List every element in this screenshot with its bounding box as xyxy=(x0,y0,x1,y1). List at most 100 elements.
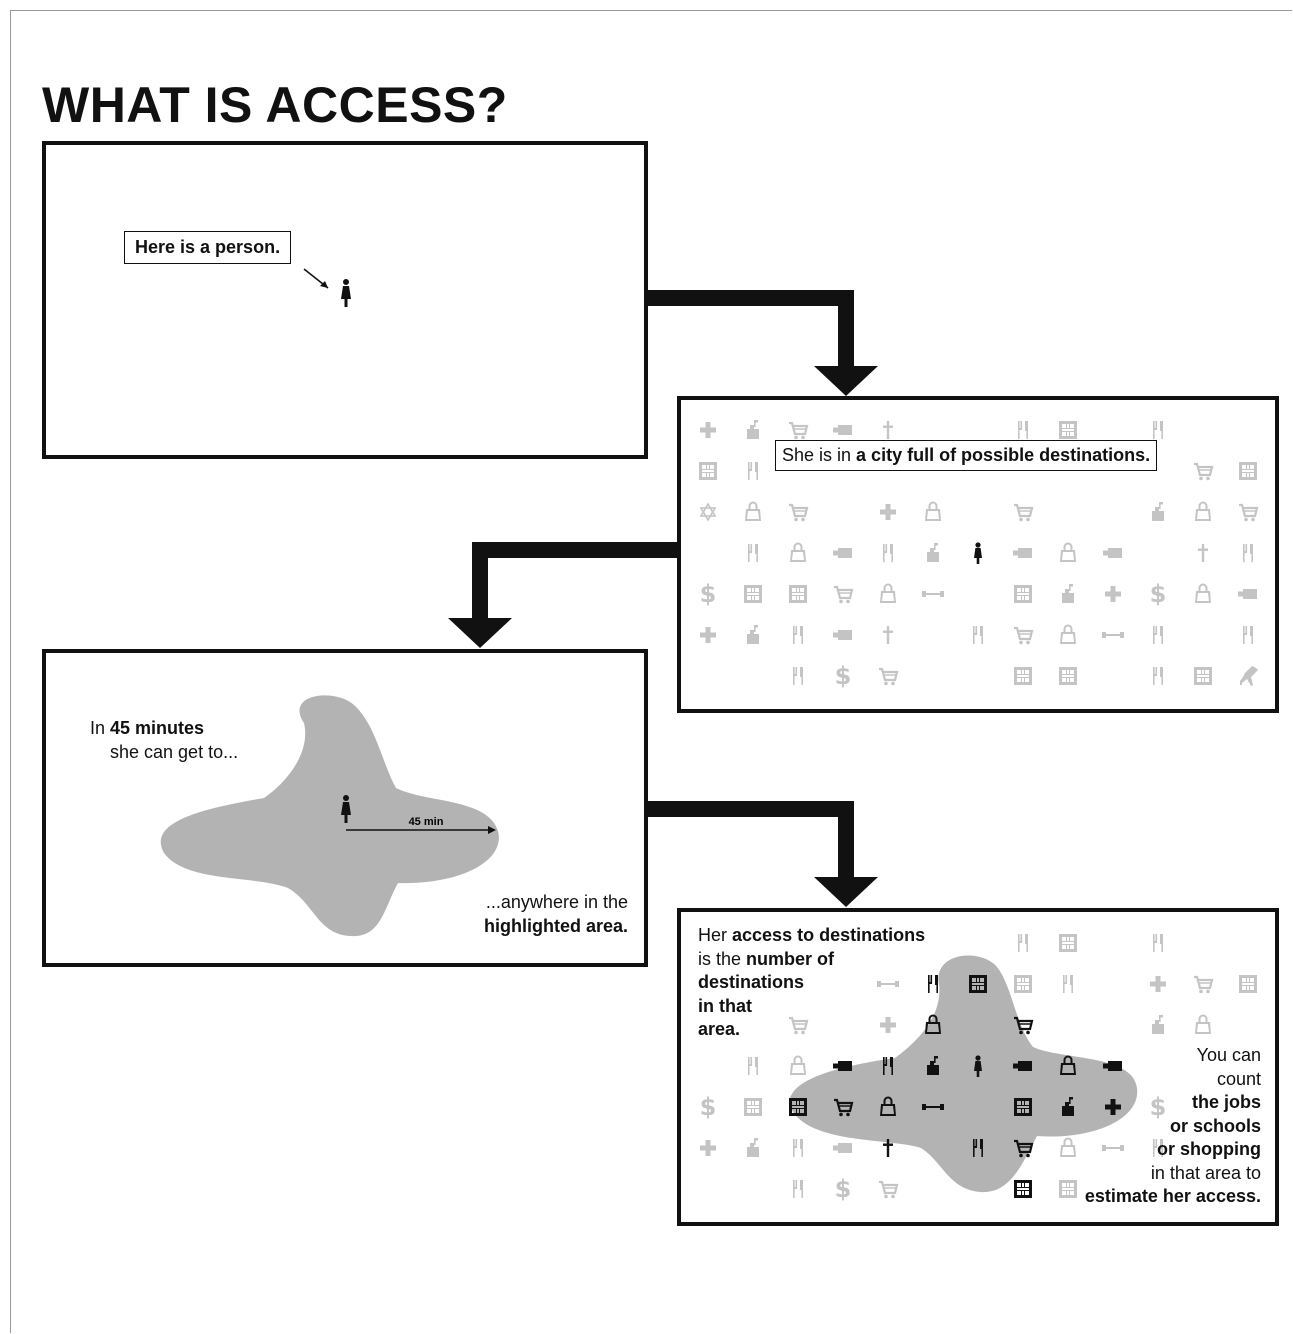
access-line3: destinations xyxy=(698,972,805,992)
callout-city-bold: a city full of possible destinations. xyxy=(856,445,1151,465)
svg-text:$: $ xyxy=(835,1175,852,1203)
access-line4: in that xyxy=(698,996,752,1016)
panel-access: undefinedundefined$$$ Her access to dest… xyxy=(677,908,1279,1226)
building-icon xyxy=(1014,1180,1032,1198)
dumbbell-icon xyxy=(1102,1145,1124,1151)
building-icon xyxy=(1014,975,1032,993)
svg-text:$: $ xyxy=(1150,1093,1167,1121)
dumbbell-icon xyxy=(922,591,944,597)
cart-icon xyxy=(789,421,809,440)
building-icon xyxy=(1059,1180,1077,1198)
building-icon xyxy=(744,585,762,603)
cross-icon xyxy=(700,627,716,643)
person-icon xyxy=(974,542,982,564)
building-icon xyxy=(1239,462,1257,480)
bag-icon xyxy=(790,1055,806,1075)
reachable-area xyxy=(160,695,499,937)
person-icon xyxy=(341,795,351,823)
fork-icon xyxy=(973,1139,983,1157)
mailbox-icon xyxy=(1152,502,1164,521)
count-line4: or schools xyxy=(1169,1116,1261,1136)
building-icon xyxy=(1239,975,1257,993)
svg-text:$: $ xyxy=(835,662,852,690)
access-line2: is the number of xyxy=(698,948,834,971)
coffee-icon xyxy=(1238,589,1257,599)
cart-icon xyxy=(1014,626,1034,645)
panel-person: Here is a person. xyxy=(42,141,648,459)
fork-icon xyxy=(793,626,803,644)
cross-icon xyxy=(700,422,716,438)
count-line6: in that area to xyxy=(1150,1163,1261,1183)
church-icon xyxy=(883,626,893,644)
reach-in: In xyxy=(90,718,111,738)
coffee-icon xyxy=(833,425,852,435)
cross-icon xyxy=(1150,976,1166,992)
dollar-icon: $ xyxy=(835,1175,852,1203)
fork-icon xyxy=(793,1139,803,1157)
panel-city: undefinedundefined$$$ She is in a city f… xyxy=(677,396,1279,713)
coffee-icon xyxy=(833,630,852,640)
bag-icon xyxy=(925,501,941,521)
building-icon xyxy=(1059,934,1077,952)
fork-icon xyxy=(1153,421,1163,439)
fork-icon xyxy=(748,1057,758,1075)
cart-icon xyxy=(879,1180,899,1199)
building-icon xyxy=(1059,421,1077,439)
cross-icon xyxy=(700,1140,716,1156)
coffee-icon xyxy=(833,1061,852,1071)
callout-person: Here is a person. xyxy=(124,231,292,264)
fork-icon xyxy=(1063,975,1073,993)
building-icon xyxy=(789,1098,807,1116)
dollar-icon: $ xyxy=(700,1093,717,1121)
fork-icon xyxy=(748,544,758,562)
reach-highlighted: highlighted area. xyxy=(483,916,628,936)
svg-text:$: $ xyxy=(1150,580,1167,608)
fork-icon xyxy=(793,1180,803,1198)
bag-icon xyxy=(925,1014,941,1034)
panel-reach: 45 min In 45 minutes she can get to... .… xyxy=(42,649,648,967)
page-frame xyxy=(10,10,1292,1333)
coffee-icon xyxy=(833,548,852,558)
cart-icon xyxy=(1014,1016,1034,1035)
access-line1: Her access to destinations xyxy=(698,924,925,947)
cart-icon xyxy=(789,1016,809,1035)
mailbox-icon xyxy=(1062,584,1074,603)
star-of-david-icon xyxy=(699,502,717,522)
bag-icon xyxy=(745,501,761,521)
coffee-icon xyxy=(1103,1061,1122,1071)
count-line1: You can xyxy=(1196,1045,1261,1065)
person-icon xyxy=(341,279,351,307)
reach-drawing: 45 min xyxy=(160,695,499,937)
mailbox-icon xyxy=(927,1056,939,1075)
fork-icon xyxy=(793,667,803,685)
panel1-drawing xyxy=(303,268,351,307)
count-line7: estimate her access. xyxy=(1084,1186,1261,1206)
dollar-icon: $ xyxy=(835,662,852,690)
svg-text:$: $ xyxy=(700,580,717,608)
cart-icon xyxy=(789,503,809,522)
access-icon-grid: undefinedundefined$$$ xyxy=(700,934,1257,1203)
building-icon xyxy=(969,975,987,993)
svg-text:$: $ xyxy=(700,1093,717,1121)
bag-icon xyxy=(1195,583,1211,603)
cart-icon xyxy=(879,667,899,686)
coffee-icon xyxy=(1013,548,1032,558)
building-icon xyxy=(789,585,807,603)
cart-icon xyxy=(1194,975,1214,994)
fork-icon xyxy=(928,975,938,993)
reach-anywhere: ...anywhere in the xyxy=(485,892,628,912)
cross-icon xyxy=(880,504,896,520)
dollar-icon: $ xyxy=(1150,1093,1167,1121)
building-icon xyxy=(1059,667,1077,685)
airplane-icon xyxy=(1240,666,1258,686)
dumbbell-icon xyxy=(1102,632,1124,638)
access-line2-bold: number of xyxy=(746,949,835,969)
cart-icon xyxy=(834,1098,854,1117)
dollar-icon: $ xyxy=(700,580,717,608)
church-icon xyxy=(883,421,893,439)
cross-icon xyxy=(1105,1099,1121,1115)
distance-label: 45 min xyxy=(409,816,444,828)
count-line5: or shopping xyxy=(1157,1139,1261,1159)
fork-icon xyxy=(1243,544,1253,562)
bag-icon xyxy=(880,1096,896,1116)
